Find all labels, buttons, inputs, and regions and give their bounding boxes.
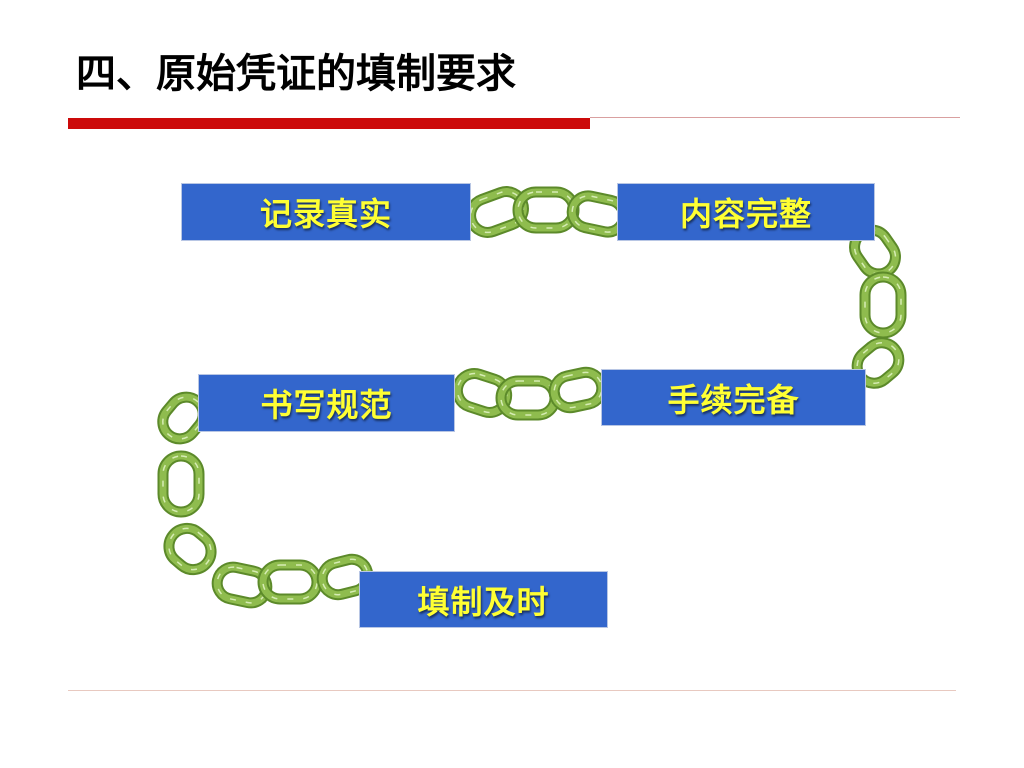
chain-link xyxy=(162,455,200,513)
chain-link xyxy=(165,524,215,574)
chain-link xyxy=(500,380,556,416)
slide-title: 四、原始凭证的填制要求 xyxy=(76,51,516,97)
step-procedures-complete: 手续完备 xyxy=(601,369,866,426)
step-content-complete: 内容完整 xyxy=(617,183,875,241)
title-divider-line xyxy=(590,117,960,118)
step-label: 填制及时 xyxy=(417,582,550,621)
chain-link xyxy=(262,564,318,600)
step-record-truthful: 记录真实 xyxy=(181,183,471,241)
step-fill-timely: 填制及时 xyxy=(359,571,608,628)
chain-link xyxy=(162,396,204,440)
step-label: 内容完整 xyxy=(679,195,812,233)
title-accent-bar xyxy=(68,118,590,129)
chain-link xyxy=(571,195,625,233)
step-label: 手续完备 xyxy=(667,380,800,419)
chain-link xyxy=(469,190,525,234)
step-label: 记录真实 xyxy=(259,195,392,233)
step-writing-standard: 书写规范 xyxy=(198,374,455,432)
chain-link xyxy=(853,229,897,275)
step-label: 书写规范 xyxy=(260,386,393,424)
chain-link xyxy=(168,527,212,571)
chain-link xyxy=(864,276,902,334)
footer-divider-line xyxy=(68,690,956,691)
